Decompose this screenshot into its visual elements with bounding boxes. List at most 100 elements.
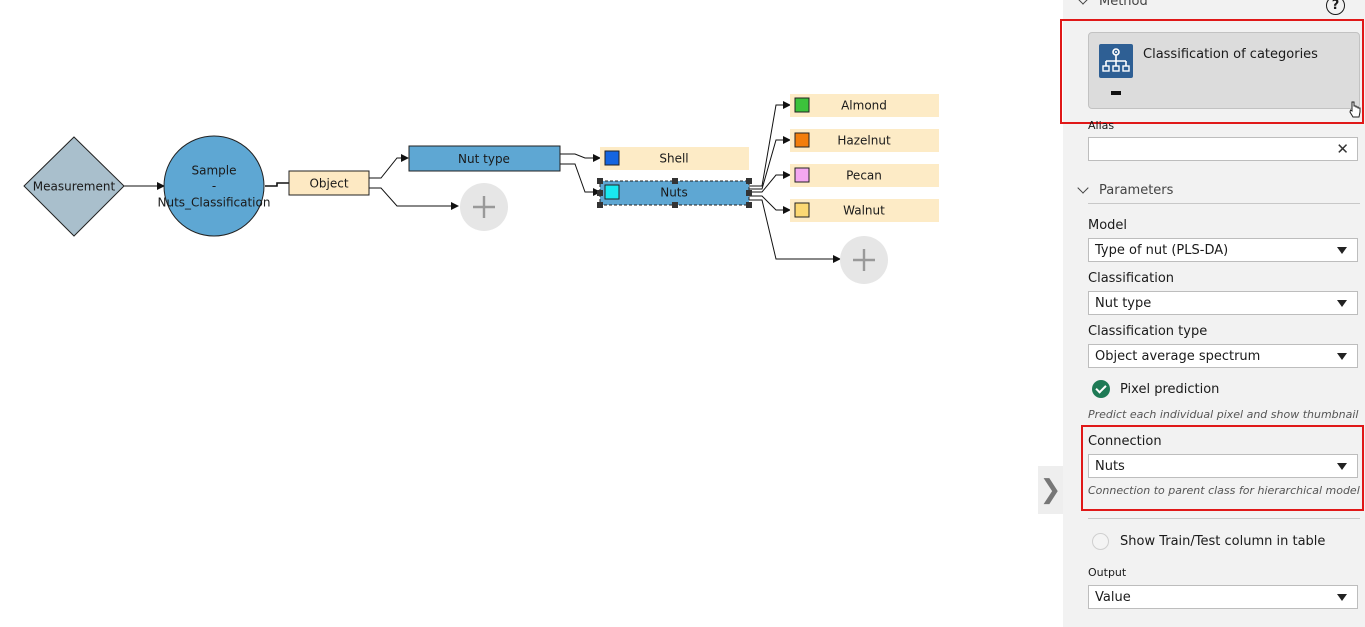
handle-bottom[interactable]: [672, 202, 678, 208]
category-almond-bar[interactable]: [790, 94, 939, 117]
edge-object-nuttype: [369, 154, 409, 179]
category-shell-bar[interactable]: [600, 147, 749, 170]
highlight-method: [1060, 19, 1364, 124]
pixel-prediction-hint: Predict each individual pixel and show t…: [1088, 408, 1359, 421]
panel-collapse-toggle[interactable]: ❯: [1038, 466, 1063, 514]
connection-select[interactable]: Nuts: [1088, 454, 1358, 478]
chevron-down-icon: [1077, 182, 1089, 194]
category-walnut-bar[interactable]: [790, 199, 939, 222]
handle-top-right[interactable]: [746, 178, 752, 184]
category-shell[interactable]: Shell: [600, 147, 749, 170]
output-select[interactable]: Value: [1088, 585, 1358, 609]
category-nuts-label: Nuts: [660, 186, 688, 200]
measurement-label: Measurement: [33, 180, 116, 194]
category-pecan-label: Pecan: [846, 169, 882, 183]
category-walnut[interactable]: Walnut: [790, 199, 939, 222]
handle-right[interactable]: [746, 190, 752, 196]
help-icon[interactable]: ?: [1326, 0, 1345, 15]
minus-icon: [1111, 91, 1121, 95]
classification-type-label: Classification type: [1088, 324, 1208, 339]
model-value: Type of nut (PLS-DA): [1095, 242, 1229, 258]
handle-top[interactable]: [672, 178, 678, 184]
edge-nuttype-nuts: [560, 163, 601, 196]
sample-node[interactable]: Sample - Nuts_Classification: [158, 135, 271, 237]
alias-input[interactable]: ✕: [1088, 137, 1358, 161]
method-selector[interactable]: Classification of categories: [1088, 32, 1360, 109]
divider: [1088, 518, 1360, 519]
edge-nuts-add: [749, 199, 841, 263]
shell-color-swatch: [604, 150, 620, 166]
plus-icon: [853, 249, 875, 271]
nut-type-node[interactable]: Nut type: [408, 145, 561, 172]
classification-select[interactable]: Nut type: [1088, 291, 1358, 315]
output-label: Output: [1088, 566, 1127, 579]
classification-value: Nut type: [1095, 295, 1152, 311]
category-hazelnut[interactable]: Hazelnut: [790, 129, 939, 152]
pixel-prediction-label[interactable]: Pixel prediction: [1120, 382, 1220, 397]
edge-nuttype-shell: [560, 153, 601, 162]
category-pecan-bar[interactable]: [790, 164, 939, 187]
properties-panel: Method ? Classification of categories Al…: [1060, 0, 1365, 627]
nut-type-shape[interactable]: [408, 145, 561, 172]
connection-label: Connection: [1088, 434, 1162, 449]
pecan-color-swatch: [794, 167, 810, 183]
object-shape[interactable]: [288, 170, 370, 196]
sample-label-line1: Sample: [192, 164, 237, 178]
clear-icon[interactable]: ✕: [1336, 140, 1349, 158]
category-nuts[interactable]: Nuts: [597, 178, 752, 208]
sample-shape[interactable]: [163, 135, 265, 237]
workflow-canvas[interactable]: Measurement Sample - Nuts_Classification…: [0, 0, 1040, 627]
method-title: Classification of categories: [1143, 47, 1318, 62]
category-almond[interactable]: Almond: [790, 94, 939, 117]
chevron-right-icon: ❯: [1039, 475, 1062, 505]
category-pecan[interactable]: Pecan: [790, 164, 939, 187]
category-hazelnut-label: Hazelnut: [837, 134, 891, 148]
nuts-color-swatch: [604, 184, 620, 200]
edge-object-add: [369, 187, 459, 210]
highlight-connection: [1081, 425, 1364, 511]
object-node[interactable]: Object: [288, 170, 370, 196]
dropdown-arrow-icon: [1337, 594, 1347, 601]
edge-nuts-hazelnut: [749, 136, 791, 190]
method-section-header[interactable]: Method: [1077, 0, 1148, 9]
handle-top-left[interactable]: [597, 178, 603, 184]
dropdown-arrow-icon: [1337, 353, 1347, 360]
classification-label: Classification: [1088, 271, 1175, 286]
sample-label-line3: Nuts_Classification: [158, 196, 271, 210]
edge-nuts-almond: [749, 101, 791, 187]
show-train-test-label[interactable]: Show Train/Test column in table: [1120, 534, 1326, 549]
sample-label-line2: -: [212, 179, 216, 193]
divider: [1088, 203, 1360, 204]
edge-nuts-walnut: [749, 195, 791, 214]
category-almond-label: Almond: [841, 99, 887, 113]
parameters-section-header[interactable]: Parameters: [1077, 182, 1174, 198]
hazelnut-color-swatch: [794, 132, 810, 148]
model-select[interactable]: Type of nut (PLS-DA): [1088, 238, 1358, 262]
classification-type-select[interactable]: Object average spectrum: [1088, 344, 1358, 368]
workflow-graph: Measurement Sample - Nuts_Classification…: [23, 94, 939, 284]
edge-nuts-pecan: [749, 171, 791, 193]
pixel-prediction-checkbox[interactable]: [1092, 380, 1110, 398]
hand-cursor-icon: [1349, 101, 1361, 118]
walnut-color-swatch: [794, 202, 810, 218]
handle-bottom-right[interactable]: [746, 202, 752, 208]
category-hazelnut-bar[interactable]: [790, 129, 939, 152]
connection-value: Nuts: [1095, 458, 1125, 474]
edge-sample-object: [265, 182, 289, 187]
alias-label: Alias: [1088, 119, 1115, 132]
almond-color-swatch: [794, 97, 810, 113]
dropdown-arrow-icon: [1337, 300, 1347, 307]
handle-bottom-left[interactable]: [597, 202, 603, 208]
measurement-node[interactable]: Measurement: [23, 136, 125, 237]
show-train-test-checkbox[interactable]: [1092, 533, 1109, 550]
add-node-button-2[interactable]: [840, 236, 888, 284]
handle-left[interactable]: [597, 190, 603, 196]
measurement-shape[interactable]: [23, 136, 125, 237]
chevron-down-icon: [1077, 0, 1089, 5]
connection-hint: Connection to parent class for hierarchi…: [1088, 484, 1360, 497]
parameters-section-title: Parameters: [1099, 183, 1174, 198]
category-shell-label: Shell: [659, 152, 688, 166]
add-node-button-1[interactable]: [460, 183, 508, 231]
plus-icon: [473, 196, 495, 218]
selection-handles[interactable]: [597, 178, 752, 208]
